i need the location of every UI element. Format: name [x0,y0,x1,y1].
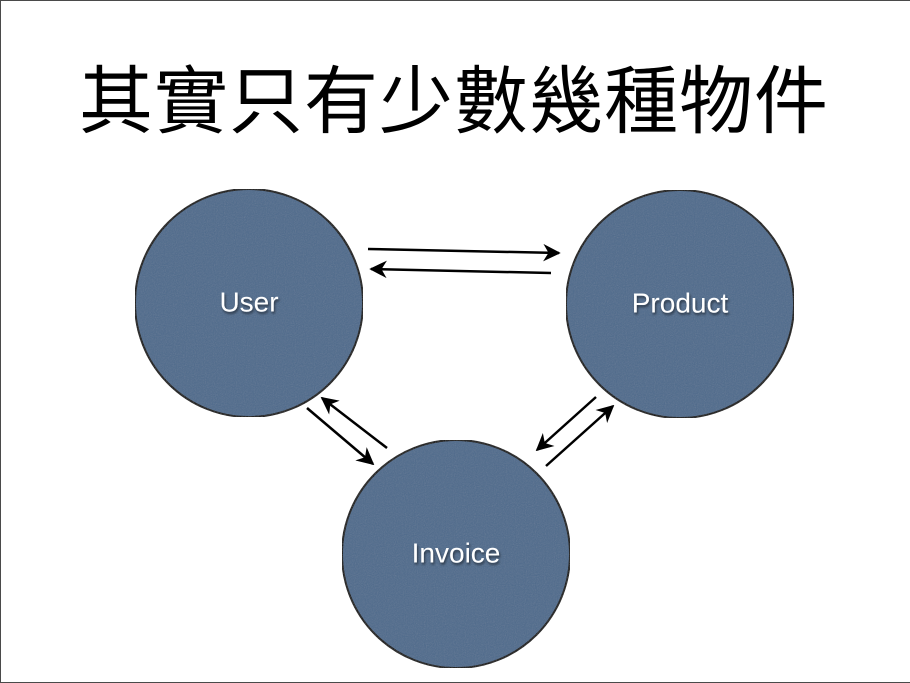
invoice-label: Invoice [412,537,501,568]
node-invoice: Invoice [341,439,571,669]
arrow-invoice-to-user [320,396,388,449]
slide-title: 其實只有少數幾種物件 [79,59,829,145]
arrow-invoice-to-product [545,404,615,467]
product-circle [565,189,795,419]
user-label: User [219,286,278,317]
arrow-user-to-product [367,243,561,262]
arrow-product-to-invoice [535,396,597,452]
node-user: User [134,188,364,418]
node-product: Product [565,189,795,419]
invoice-circle [341,439,571,669]
product-label: Product [632,287,729,318]
arrow-product-to-user [369,260,552,279]
user-circle [134,188,364,418]
arrow-user-to-invoice [306,407,375,466]
